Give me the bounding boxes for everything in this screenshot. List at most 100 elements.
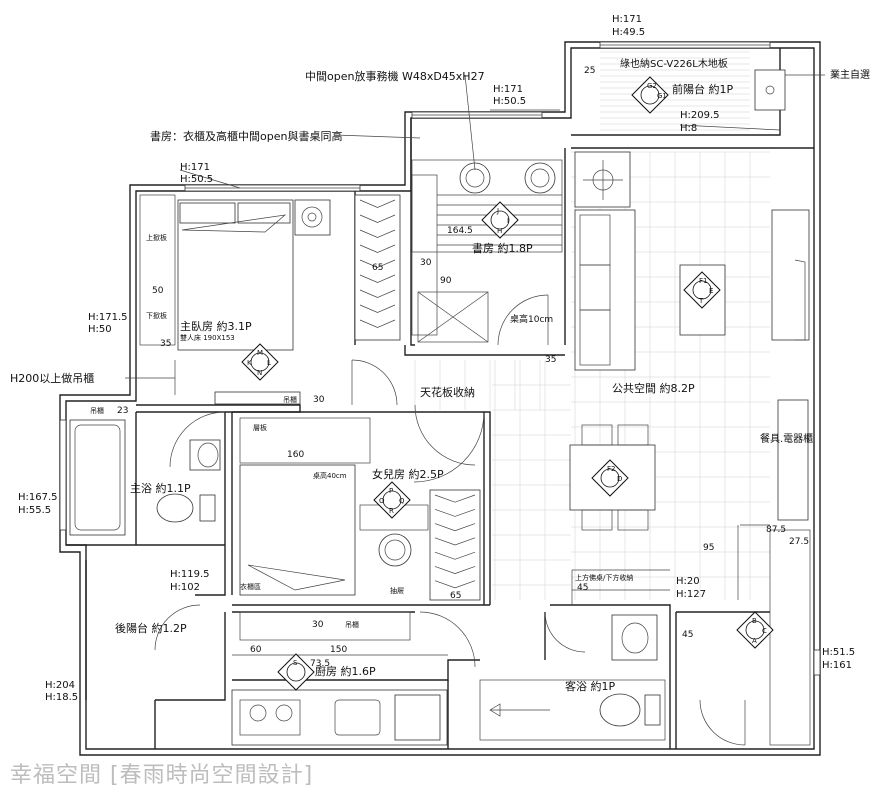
- nightstand: [294, 199, 331, 236]
- svg-text:J: J: [496, 207, 499, 215]
- view-marker: S: [277, 653, 315, 691]
- view-marker: F2D: [591, 459, 629, 497]
- dim-h495: H:49.5: [612, 27, 645, 38]
- chair: [459, 162, 491, 194]
- toilet2: [599, 693, 641, 727]
- svg-text:S: S: [293, 659, 298, 667]
- dim-160: 160: [287, 450, 304, 460]
- dimension-labels: H:171 H:49.5 H:171 H:50.5 H:171 H:50.5 H…: [18, 14, 855, 703]
- dim-h171-mid: H:171: [493, 84, 523, 95]
- dim-45b: 45: [682, 630, 693, 640]
- open-machine-note: 中間open放事務機 W48xD45xH27: [305, 69, 485, 83]
- hanger-marks: [359, 199, 396, 328]
- svg-text:H: H: [497, 227, 502, 235]
- svg-text:N: N: [257, 369, 262, 377]
- dim-60: 60: [250, 645, 262, 655]
- dim-h8: H:8: [680, 123, 697, 134]
- front-balcony-label: 前陽台 約1P: [672, 82, 733, 96]
- sink2: [611, 614, 658, 661]
- windows: [59, 41, 821, 676]
- dim-45a: 45: [577, 583, 588, 593]
- dim-h127: H:127: [676, 589, 706, 600]
- dim-h161: H:161: [822, 660, 852, 671]
- sink: [189, 439, 221, 471]
- dim-30a: 30: [420, 258, 432, 268]
- room-labels: 中間open放事務機 W48xD45xH27 書房：衣櫃及高櫃中間open與書桌…: [10, 57, 870, 693]
- guest-bath: [479, 611, 666, 741]
- dim-150: 150: [330, 645, 347, 655]
- hanger-marks: [434, 494, 476, 589]
- ceiling-note: H200以上做吊櫃: [10, 371, 94, 385]
- svg-text:G2: G2: [647, 82, 657, 90]
- back-balcony-label: 後陽台 約1.2P: [115, 621, 187, 635]
- svg-text:A: A: [752, 637, 757, 645]
- dim-h204: H:204: [45, 680, 75, 691]
- dim-h555: H:55.5: [18, 505, 51, 516]
- svg-text:R: R: [389, 507, 394, 515]
- desk40: 桌高40cm: [313, 471, 347, 480]
- drawer-label: 抽屜: [390, 586, 404, 595]
- svg-text:L: L: [267, 359, 271, 367]
- dim-h171-left: H:171: [180, 162, 210, 173]
- floor-note: 綠也納SC-V226L木地板: [620, 57, 728, 70]
- dim-35b: 35: [545, 355, 556, 365]
- guest-bath-label: 客浴 約1P: [565, 679, 615, 693]
- dim-1645: 164.5: [447, 226, 473, 236]
- ceiling-storage-label: 天花板收納: [420, 385, 475, 399]
- tv-cabinet: [771, 209, 810, 341]
- master-bedroom: [139, 194, 401, 405]
- dim-h2095: H:209.5: [680, 110, 720, 121]
- shoe-cabinet-label: 上方佛桌/下方收納: [575, 573, 633, 582]
- dim-90: 90: [440, 276, 452, 286]
- owner-note: 業主自選: [830, 68, 870, 81]
- dim-h102: H:102: [170, 582, 200, 593]
- dim-65b: 65: [450, 591, 461, 601]
- chair: [524, 162, 556, 194]
- study: [411, 159, 563, 346]
- dim-h1715: H:171.5: [88, 312, 128, 323]
- svg-text:F1: F1: [699, 277, 707, 285]
- daughter-room-label: 女兒房 約2.5P: [372, 467, 444, 481]
- closet-label: 衣櫃區: [240, 582, 261, 591]
- daughter-room: [239, 411, 485, 601]
- watermark: 幸福空間 [春雨時尚空間設計]: [10, 763, 314, 788]
- kitchen-label: 廚房 約1.6P: [315, 664, 376, 678]
- dim-h505-mid: H:50.5: [493, 96, 526, 107]
- svg-text:C: C: [762, 627, 767, 635]
- svg-text:F2: F2: [607, 465, 615, 473]
- dim-h171-top: H:171: [612, 14, 642, 25]
- dining-cabinet-label: 餐具.電器櫃: [760, 432, 813, 445]
- lower-flap-label: 下掀板: [146, 311, 167, 320]
- dim-50: 50: [152, 286, 164, 296]
- dim-23: 23: [117, 406, 128, 416]
- svg-text:Q: Q: [399, 497, 405, 505]
- dim-30b: 30: [313, 395, 325, 405]
- master-bed-label: 主臥房 約3.1P: [180, 319, 252, 333]
- svg-text:K: K: [247, 359, 252, 367]
- dim-h185: H:18.5: [45, 692, 78, 703]
- dim-65a: 65: [372, 263, 383, 273]
- public-space-label: 公共空間 約8.2P: [612, 381, 695, 395]
- dim-875: 87.5: [766, 525, 786, 535]
- single-bed: [239, 464, 356, 596]
- bathtub: [69, 419, 126, 536]
- master-bath: [69, 411, 226, 536]
- sofa: [574, 209, 636, 371]
- master-bath-label: 主浴 約1.1P: [130, 481, 191, 495]
- dim-h1675: H:167.5: [18, 492, 58, 503]
- dim-30c: 30: [312, 620, 324, 630]
- dim-h515: H:51.5: [822, 647, 855, 658]
- svg-text:T: T: [698, 297, 704, 305]
- wood-floor: [600, 51, 750, 131]
- front-balcony: [754, 69, 825, 111]
- svg-text:G1: G1: [657, 92, 667, 100]
- view-marker: BCA: [736, 611, 774, 649]
- dim-35a: 35: [160, 339, 171, 349]
- dim-h50: H:50: [88, 324, 112, 335]
- upper-flap-label: 上掀板: [146, 233, 167, 242]
